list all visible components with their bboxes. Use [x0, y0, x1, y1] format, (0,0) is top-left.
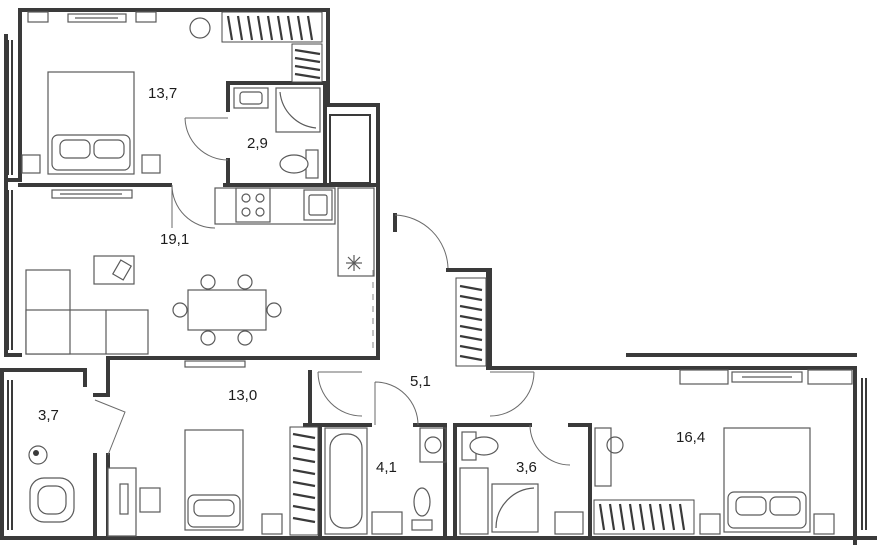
utility-cabinet	[459, 467, 489, 535]
wardrobe-bedroom-2	[289, 426, 319, 536]
sofa-icon	[25, 269, 149, 355]
storage-door[interactable]	[94, 399, 126, 456]
wardrobe-hallway	[455, 277, 487, 367]
nightstand-icon	[261, 513, 283, 535]
toilet-icon	[29, 477, 75, 523]
bathroom-2-door[interactable]	[374, 381, 419, 426]
double-bed-icon	[723, 427, 811, 533]
sink-icon	[233, 87, 269, 109]
sink-icon	[371, 511, 403, 535]
shower-icon	[491, 483, 539, 533]
dining-table-icon	[172, 274, 282, 346]
room-area-storage: 3,7	[38, 407, 59, 424]
toilet-icon	[461, 431, 499, 461]
sink-icon	[554, 511, 584, 535]
kitchen-counter	[214, 187, 336, 225]
dresser-icon	[594, 427, 612, 487]
radiators	[27, 11, 853, 385]
sink-icon	[303, 189, 333, 221]
entrance-door[interactable]	[394, 214, 449, 269]
room-area-bedroom-3: 16,4	[676, 429, 705, 446]
room-area-hallway: 5,1	[410, 373, 431, 390]
kitchen-counter-side	[337, 187, 375, 277]
double-bed-icon	[184, 429, 244, 531]
toilet-icon	[279, 149, 319, 179]
room-area-bathroom-1: 2,9	[247, 135, 268, 152]
chair-icon	[606, 436, 624, 454]
cooktop-icon	[235, 187, 271, 223]
bedroom-3-door[interactable]	[489, 371, 535, 417]
washing-machine-icon	[28, 445, 48, 465]
boiler-dial-icon	[424, 436, 442, 454]
wardrobe-bedroom-3	[593, 499, 695, 535]
nightstand-icon	[813, 513, 835, 535]
nightstand-icon	[141, 154, 161, 174]
room-area-living-kitchen: 19,1	[160, 231, 189, 248]
coffee-table-icon	[93, 255, 135, 285]
room-area-bedroom-1: 13,7	[148, 85, 177, 102]
area-labels: 13,7 2,9 19,1 13,0 3,7 5,1 4,1 3,6 16,4	[38, 85, 705, 476]
bedroom-2-door[interactable]	[317, 371, 363, 417]
bedroom-1-door[interactable]	[171, 184, 216, 229]
boiler-icon	[419, 427, 447, 463]
wardrobe-top	[221, 11, 323, 83]
nightstand-icon	[21, 154, 41, 174]
room-area-bathroom-3: 3,6	[516, 459, 537, 476]
room-area-bathroom-2: 4,1	[376, 459, 397, 476]
bathroom-1-door[interactable]	[184, 117, 229, 161]
double-bed-icon	[47, 71, 135, 175]
shaft	[329, 114, 371, 184]
shower-icon	[275, 87, 321, 133]
nightstand-icon	[699, 513, 721, 535]
toilet-icon	[411, 487, 433, 531]
snowflake-icon	[346, 255, 362, 271]
lamp-icon	[189, 17, 211, 39]
room-area-bedroom-2: 13,0	[228, 387, 257, 404]
bathroom-3-door[interactable]	[529, 424, 571, 466]
doors	[94, 117, 571, 466]
bathtub-icon	[324, 427, 368, 535]
desk-icon	[107, 467, 161, 537]
